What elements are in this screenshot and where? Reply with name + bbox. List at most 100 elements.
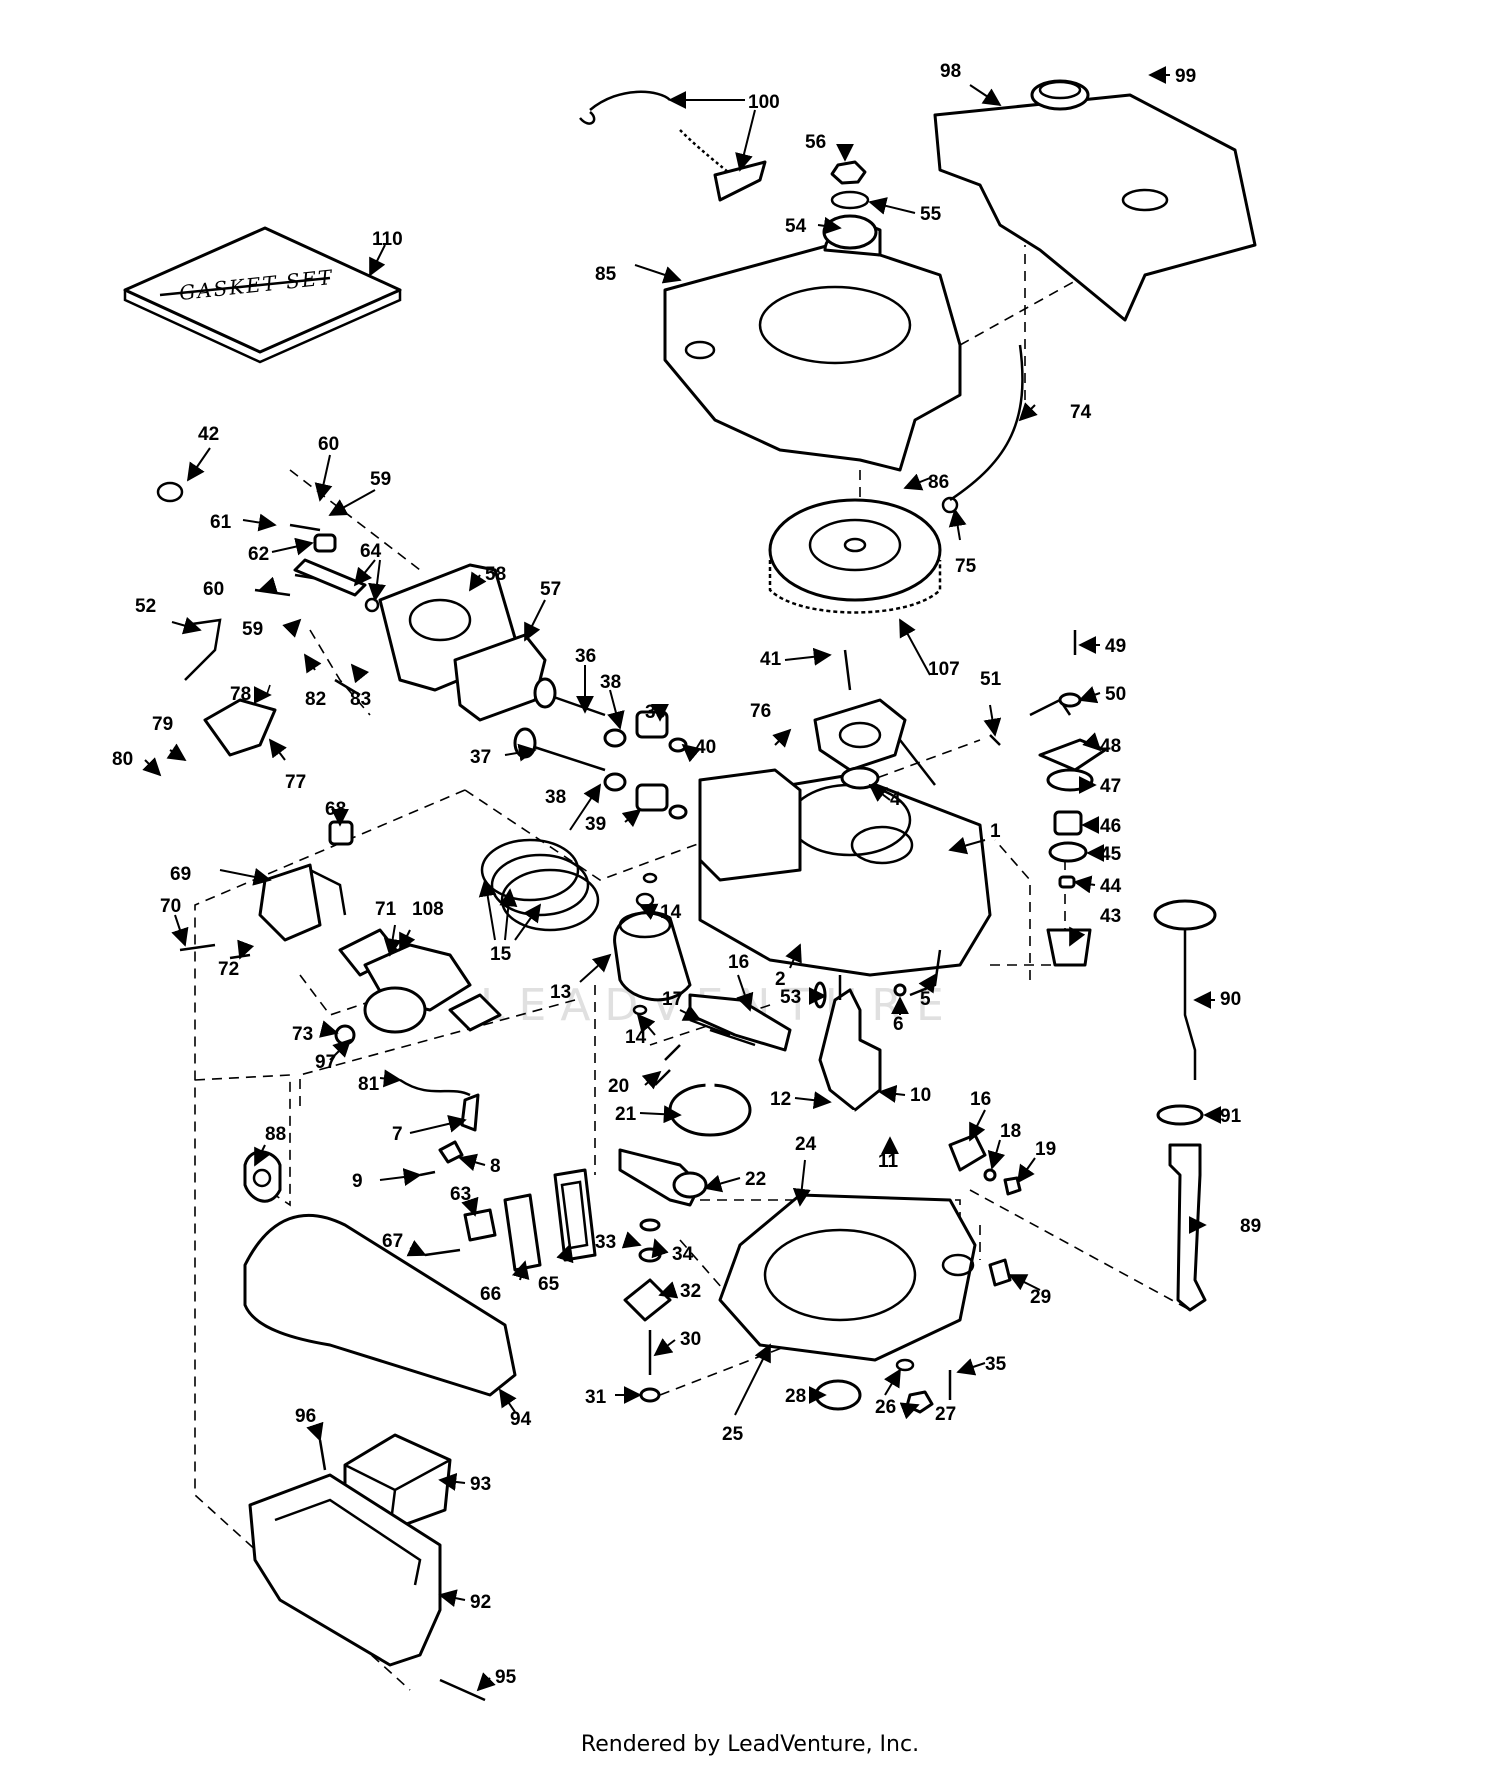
- callout-10: 10: [910, 1085, 931, 1106]
- ball-6: [893, 983, 907, 997]
- callout-14b: 14: [625, 1027, 647, 1048]
- blower-housing: [663, 224, 962, 472]
- callout-85: 85: [595, 264, 617, 285]
- callout-92: 92: [470, 1592, 491, 1613]
- callout-38b: 38: [545, 787, 566, 808]
- callout-49: 49: [1105, 636, 1126, 657]
- callout-69: 69: [170, 864, 191, 885]
- callout-70: 70: [160, 896, 181, 917]
- callout-1: 1: [990, 821, 1001, 842]
- callout-78: 78: [230, 684, 251, 705]
- callout-58: 58: [485, 564, 506, 585]
- callout-107: 107: [928, 659, 960, 680]
- callout-65: 65: [538, 1274, 560, 1295]
- callout-24: 24: [795, 1134, 817, 1155]
- callout-15: 15: [490, 944, 512, 965]
- callout-14a: 14: [660, 902, 682, 923]
- callout-59b: 59: [242, 619, 263, 640]
- callout-57: 57: [540, 579, 561, 600]
- callout-80: 80: [112, 749, 133, 770]
- callout-72: 72: [218, 959, 239, 980]
- callout-43: 43: [1100, 906, 1121, 927]
- callout-73: 73: [292, 1024, 313, 1045]
- callout-9: 9: [352, 1171, 363, 1192]
- callout-19: 19: [1035, 1139, 1056, 1160]
- callout-27: 27: [935, 1404, 956, 1425]
- callout-35: 35: [985, 1354, 1007, 1375]
- callout-74: 74: [1070, 402, 1092, 423]
- callout-34: 34: [672, 1244, 694, 1265]
- callout-110: 110: [372, 229, 403, 250]
- callout-51: 51: [980, 669, 1002, 690]
- callout-93: 93: [470, 1474, 491, 1495]
- valves-and-springs: [513, 677, 688, 820]
- callout-90: 90: [1220, 989, 1241, 1010]
- air-cleaner-cover: [243, 1213, 517, 1397]
- callout-42: 42: [198, 424, 219, 445]
- callout-7: 7: [392, 1124, 403, 1145]
- callout-61: 61: [210, 512, 232, 533]
- callout-96: 96: [295, 1406, 316, 1427]
- callout-86: 86: [928, 472, 949, 493]
- callout-31: 31: [585, 1387, 607, 1408]
- callout-29: 29: [1030, 1287, 1051, 1308]
- callout-25: 25: [722, 1424, 744, 1445]
- flywheel: [768, 498, 942, 614]
- governor-lever: [948, 1133, 1022, 1196]
- callout-81: 81: [358, 1074, 380, 1095]
- callout-45: 45: [1100, 844, 1122, 865]
- callout-4: 4: [890, 789, 901, 810]
- callout-75: 75: [955, 556, 977, 577]
- callout-46: 46: [1100, 816, 1121, 837]
- callout-38a: 38: [600, 672, 621, 693]
- callout-5: 5: [920, 989, 931, 1010]
- leader-lines: [142, 66, 1222, 1692]
- air-cleaner-gasket: [243, 1150, 282, 1203]
- callout-54: 54: [785, 216, 807, 237]
- callout-48: 48: [1100, 736, 1121, 757]
- callout-22: 22: [745, 1169, 766, 1190]
- callout-11: 11: [878, 1151, 899, 1172]
- callout-40: 40: [695, 737, 716, 758]
- callout-56: 56: [805, 132, 826, 153]
- footer-credit: Rendered by LeadVenture, Inc.: [580, 1732, 920, 1757]
- callout-71: 71: [375, 899, 397, 920]
- air-cleaner-base: [248, 1439, 442, 1667]
- governor-arm: [618, 1148, 708, 1207]
- callout-47: 47: [1100, 776, 1121, 797]
- callout-32: 32: [680, 1281, 701, 1302]
- callout-79: 79: [152, 714, 173, 735]
- starter-cup-parts: [822, 160, 878, 250]
- oil-seal-4: [840, 766, 880, 790]
- screw-95: [439, 1678, 486, 1702]
- fuel-fittings: [989, 630, 1107, 967]
- callout-99: 99: [1175, 66, 1196, 87]
- gasket-set-package: GASKET SET: [123, 226, 402, 364]
- callout-21: 21: [615, 1104, 637, 1125]
- callout-94: 94: [510, 1409, 532, 1430]
- callout-83: 83: [350, 689, 371, 710]
- callout-41: 41: [760, 649, 782, 670]
- callout-82: 82: [305, 689, 326, 710]
- callout-labels: 1 2 4 5 6 7 8 9 10 11 12 13 14 14 15 16 …: [112, 61, 1261, 1688]
- callout-39b: 39: [585, 814, 606, 835]
- starter-rope-handle: [579, 90, 767, 202]
- callout-95: 95: [495, 1667, 517, 1688]
- callout-88: 88: [265, 1124, 286, 1145]
- spark-plug-and-bolts: [156, 481, 380, 697]
- callout-16a: 16: [728, 952, 749, 973]
- callout-18: 18: [1000, 1121, 1021, 1142]
- callout-20: 20: [608, 1076, 629, 1097]
- carburetor-assembly: [179, 820, 502, 1046]
- callout-64: 64: [360, 541, 382, 562]
- callout-36: 36: [575, 646, 596, 667]
- callout-28: 28: [785, 1386, 806, 1407]
- callout-91: 91: [1220, 1106, 1242, 1127]
- callout-77: 77: [285, 772, 306, 793]
- callout-13: 13: [550, 982, 571, 1003]
- callout-55: 55: [920, 204, 942, 225]
- callout-68: 68: [325, 799, 346, 820]
- callout-97: 97: [315, 1052, 336, 1073]
- callout-16b: 16: [970, 1089, 991, 1110]
